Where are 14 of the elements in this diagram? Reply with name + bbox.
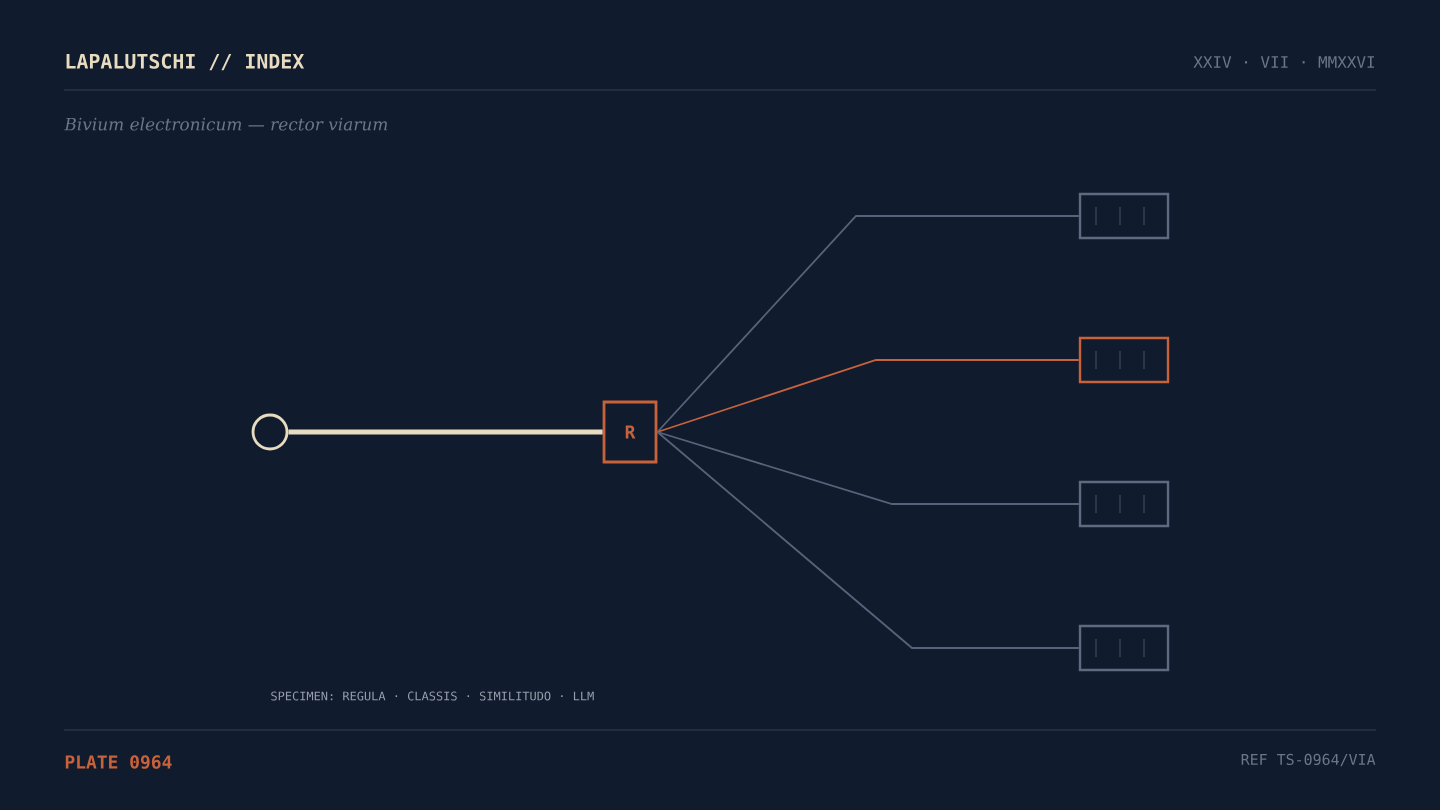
connector-line: [656, 215, 1080, 433]
title: LAPALUTSCHI // INDEX: [66, 53, 305, 71]
output-box: [1078, 480, 1170, 528]
connector-line: [656, 431, 1080, 649]
connector-line: [288, 429, 603, 435]
plate-number: PLATE 0964: [65, 755, 172, 769]
output-box: [1078, 624, 1170, 672]
subtitle: Bivium electronicum — rector viarum: [64, 117, 388, 131]
input-circle: [251, 413, 289, 451]
connector-line: [656, 431, 1080, 505]
output-box: [1078, 336, 1170, 384]
router-box: R: [602, 400, 658, 464]
connector-line: [656, 359, 1080, 433]
output-box: [1078, 192, 1170, 240]
